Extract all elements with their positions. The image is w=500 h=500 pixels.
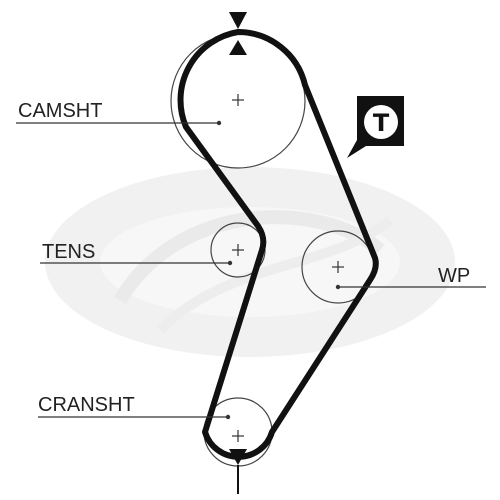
pulley-centers bbox=[232, 94, 344, 442]
tensioner-badge-letter-icon: T bbox=[373, 109, 390, 137]
water-pump-label: WP bbox=[438, 265, 470, 287]
crankshaft-label: CRANSHT bbox=[38, 394, 135, 416]
timing-mark-top-down-icon bbox=[229, 12, 247, 29]
crankshaft-center-plus-icon bbox=[232, 430, 244, 442]
leader-lines bbox=[16, 122, 486, 418]
leader-dots bbox=[216, 120, 341, 420]
tensioner-label: TENS bbox=[42, 241, 95, 263]
badge-circle bbox=[364, 105, 398, 139]
water-pump-center-plus-icon bbox=[332, 261, 344, 273]
tensioner-center-plus-icon bbox=[232, 244, 244, 256]
timing-mark-top-up-icon bbox=[229, 40, 247, 55]
tensioner-badge: T bbox=[347, 96, 404, 158]
timing-marks bbox=[229, 12, 247, 494]
timing-belt bbox=[177, 29, 379, 460]
timing-mark-bottom-down-icon bbox=[229, 449, 247, 465]
camshaft-center-plus-icon bbox=[232, 94, 244, 106]
camshaft-label: CAMSHT bbox=[18, 100, 102, 122]
watermark bbox=[45, 167, 455, 357]
